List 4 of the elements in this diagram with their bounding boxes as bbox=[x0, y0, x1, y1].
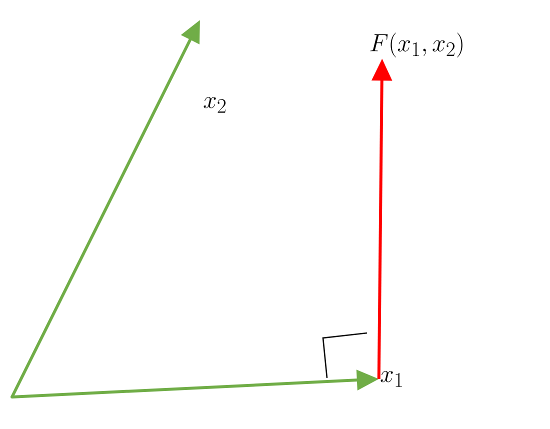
vector-label: $F(x_1,x_2)$ bbox=[370, 32, 462, 58]
vector-label: $x_2$ bbox=[204, 97, 226, 113]
vector-origin bbox=[10, 395, 14, 398]
vector-label: $x_1$ bbox=[380, 370, 402, 387]
